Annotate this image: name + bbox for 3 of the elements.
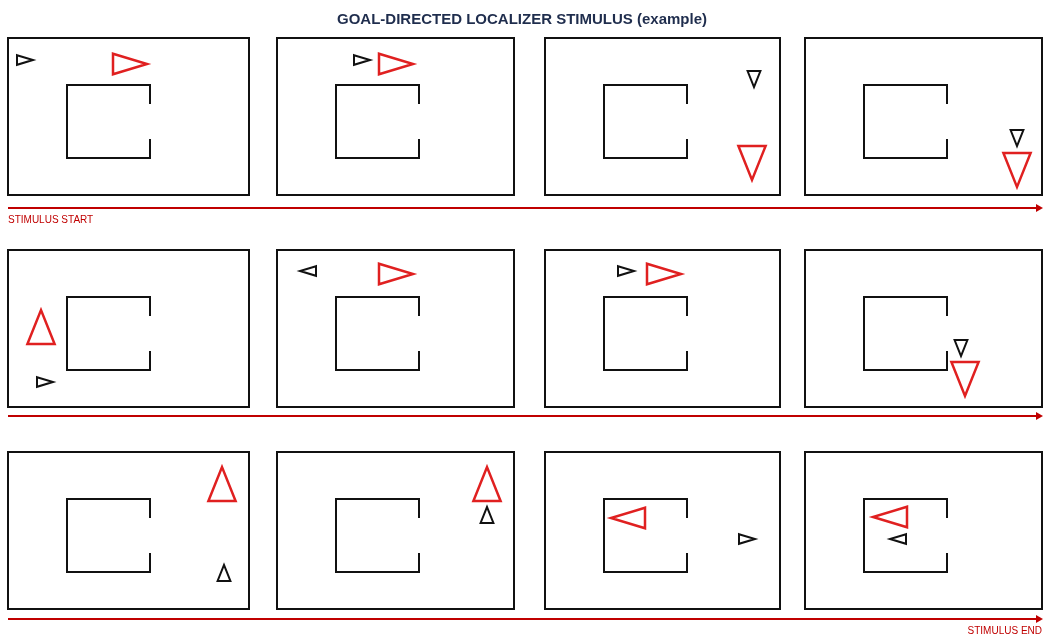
diagram-title: GOAL-DIRECTED LOCALIZER STIMULUS (example) xyxy=(337,10,707,27)
timeline-label: STIMULUS START xyxy=(8,214,94,225)
timeline-label: STIMULUS END xyxy=(967,625,1042,636)
